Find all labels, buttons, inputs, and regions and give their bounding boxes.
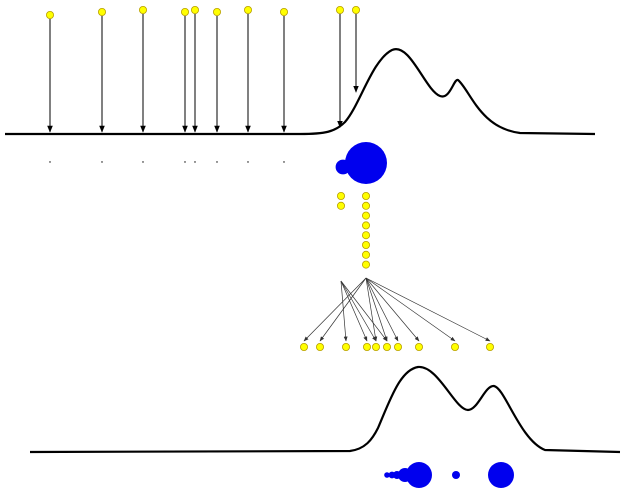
prior-particle [212, 7, 221, 16]
resampled-particle [361, 240, 370, 249]
prediction-arrow [340, 280, 377, 342]
prediction-arrow [319, 277, 367, 342]
prior-particle [335, 6, 344, 14]
weight-dot-zero [283, 161, 285, 163]
prediction-arrow [365, 277, 378, 342]
predicted-particle [485, 342, 494, 351]
resampled-particle [361, 221, 370, 230]
resampled-particle [361, 231, 370, 240]
predicted-particle [414, 342, 423, 351]
prior-particle [98, 7, 107, 16]
prior-particle [279, 7, 288, 16]
distribution-curve-bottom [29, 365, 621, 454]
prior-sample-arrows [47, 14, 359, 133]
weight-disc-bottom [384, 472, 390, 478]
predicted-particle [450, 342, 459, 351]
resampled-particle [361, 250, 370, 259]
weight-dot-zero [184, 161, 186, 163]
prior-particles [46, 6, 360, 19]
prior-particle [180, 7, 189, 16]
weight-dot-zero [247, 161, 249, 163]
prediction-arrow [365, 277, 420, 342]
prediction-arrow [340, 280, 368, 342]
weight-disc [345, 142, 387, 184]
prediction-arrow [365, 277, 399, 342]
prediction-arrow [365, 277, 491, 342]
resampled-particle [336, 201, 345, 210]
prediction-arrow [340, 280, 348, 342]
prior-particle [190, 6, 199, 14]
prediction-arrows [303, 277, 491, 342]
resampled-particle [361, 211, 370, 220]
importance-weights-bottom [384, 462, 514, 488]
weight-dot-zero [49, 161, 51, 163]
prediction-arrow [365, 277, 456, 342]
weight-dot-zero [216, 161, 218, 163]
resampled-particle [361, 260, 370, 269]
predicted-particle [299, 342, 308, 351]
predicted-particle [371, 342, 380, 351]
prior-particle [46, 10, 55, 19]
weight-disc-bottom [488, 462, 514, 488]
weight-disc-bottom [406, 462, 432, 488]
prediction-arrow [340, 280, 388, 342]
importance-weights-top [49, 142, 387, 184]
prior-particle [243, 6, 252, 14]
prior-particle [138, 6, 147, 14]
prediction-arrow [365, 277, 388, 342]
resampled-particle [361, 201, 370, 210]
weight-dot-zero [101, 161, 103, 163]
resampled-particle [361, 191, 370, 200]
predicted-particle [382, 342, 391, 351]
predicted-particle [341, 342, 350, 351]
prior-particle [351, 6, 360, 14]
prediction-arrow [303, 277, 367, 342]
predicted-particle [393, 342, 402, 351]
weight-dot-zero [142, 161, 144, 163]
resampled-particles [336, 191, 370, 269]
weight-disc-bottom [452, 471, 460, 479]
weight-dot-zero [194, 161, 196, 163]
predicted-particle [362, 342, 371, 351]
resampled-particle [336, 191, 345, 200]
predicted-particles [299, 342, 494, 351]
predicted-particle [315, 342, 324, 351]
likelihood-curve-top [5, 48, 596, 136]
